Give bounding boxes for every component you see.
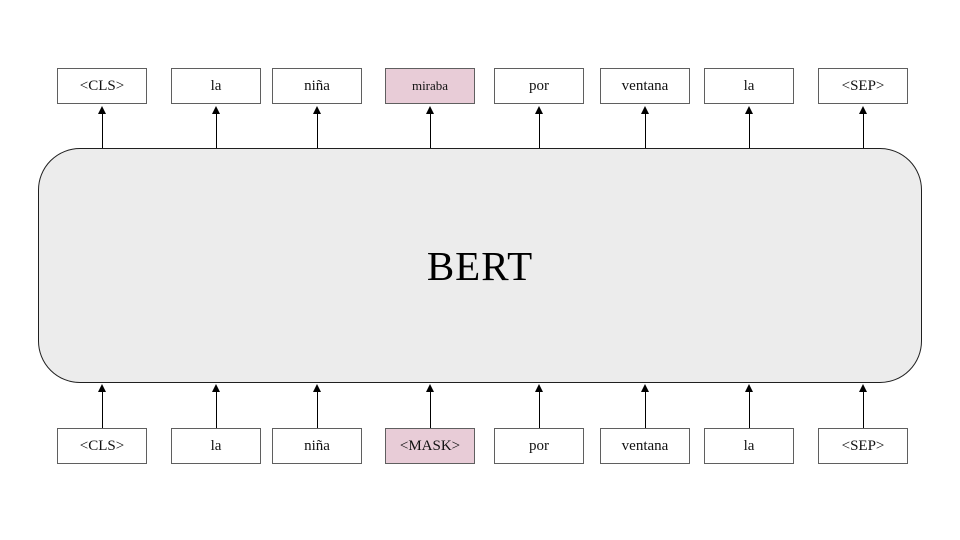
- up-arrow-icon: [212, 106, 221, 148]
- input-token-mask: <MASK>: [385, 428, 475, 464]
- input-token-la-1: la: [171, 428, 261, 464]
- up-arrow-icon: [98, 106, 107, 148]
- input-token-ventana: ventana: [600, 428, 690, 464]
- up-arrow-icon: [98, 384, 107, 428]
- up-arrow-icon: [313, 106, 322, 148]
- bert-model-label: BERT: [426, 242, 534, 289]
- output-token-nina: niña: [272, 68, 362, 104]
- bert-model-box: BERT: [38, 148, 922, 383]
- output-token-por: por: [494, 68, 584, 104]
- up-arrow-icon: [745, 106, 754, 148]
- up-arrow-icon: [212, 384, 221, 428]
- up-arrow-icon: [859, 384, 868, 428]
- up-arrow-icon: [535, 384, 544, 428]
- up-arrow-icon: [313, 384, 322, 428]
- output-token-la-2: la: [704, 68, 794, 104]
- input-token-por: por: [494, 428, 584, 464]
- up-arrow-icon: [859, 106, 868, 148]
- output-token-la-1: la: [171, 68, 261, 104]
- up-arrow-icon: [641, 106, 650, 148]
- up-arrow-icon: [535, 106, 544, 148]
- up-arrow-icon: [745, 384, 754, 428]
- up-arrow-icon: [426, 384, 435, 428]
- input-token-nina: niña: [272, 428, 362, 464]
- input-token-sep: <SEP>: [818, 428, 908, 464]
- output-token-cls: <CLS>: [57, 68, 147, 104]
- output-token-miraba-predicted: miraba: [385, 68, 475, 104]
- up-arrow-icon: [641, 384, 650, 428]
- output-token-ventana: ventana: [600, 68, 690, 104]
- input-token-la-2: la: [704, 428, 794, 464]
- output-token-sep: <SEP>: [818, 68, 908, 104]
- up-arrow-icon: [426, 106, 435, 148]
- input-token-cls: <CLS>: [57, 428, 147, 464]
